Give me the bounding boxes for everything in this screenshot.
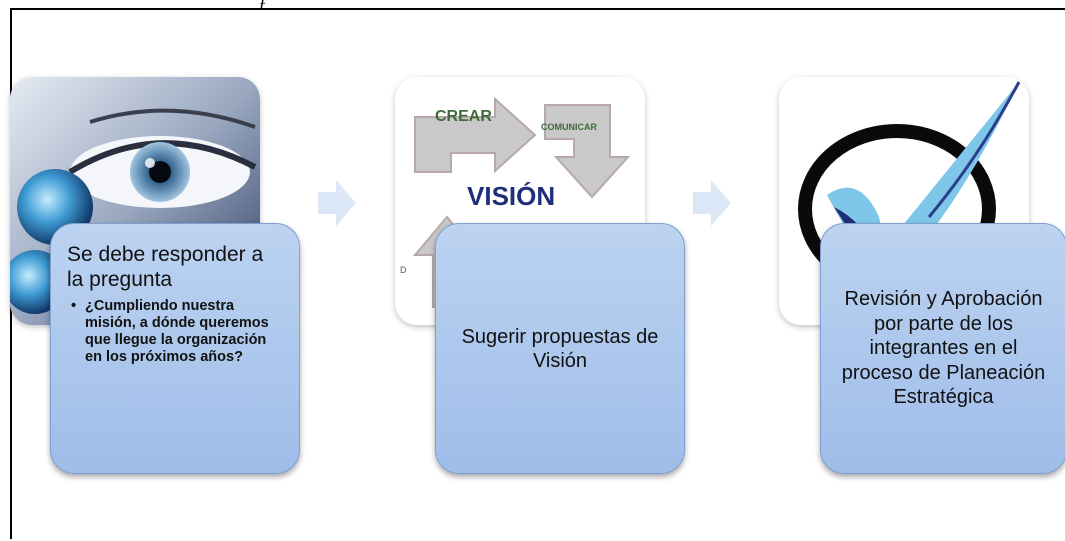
step-1-bullet-list: ¿Cumpliendo nuestra misión, a dónde quer… [67, 298, 285, 366]
step-2-box: Sugerir propuestas de Visión [435, 223, 685, 474]
step-1-box: Se debe responder a la pregunta ¿Cumplie… [50, 223, 300, 474]
comunicar-label: COMUNICAR [541, 122, 597, 132]
step-1-bullet: ¿Cumpliendo nuestra misión, a dónde quer… [71, 298, 285, 366]
step-3-box: Revisión y Aprobación por parte de los i… [820, 223, 1065, 474]
cropped-glyph: ƒ [258, 0, 278, 8]
step-3-text: Revisión y Aprobación por parte de los i… [841, 288, 1046, 409]
step-2-text: Sugerir propuestas de Visión [461, 325, 659, 372]
vision-label: VISIÓN [467, 181, 555, 211]
step-1-heading: Se debe responder a la pregunta [67, 243, 264, 291]
arrow-right-icon [693, 180, 731, 226]
partial-label: D [400, 265, 407, 275]
arrow-right-icon [318, 180, 356, 226]
crear-label: CREAR [435, 108, 492, 125]
